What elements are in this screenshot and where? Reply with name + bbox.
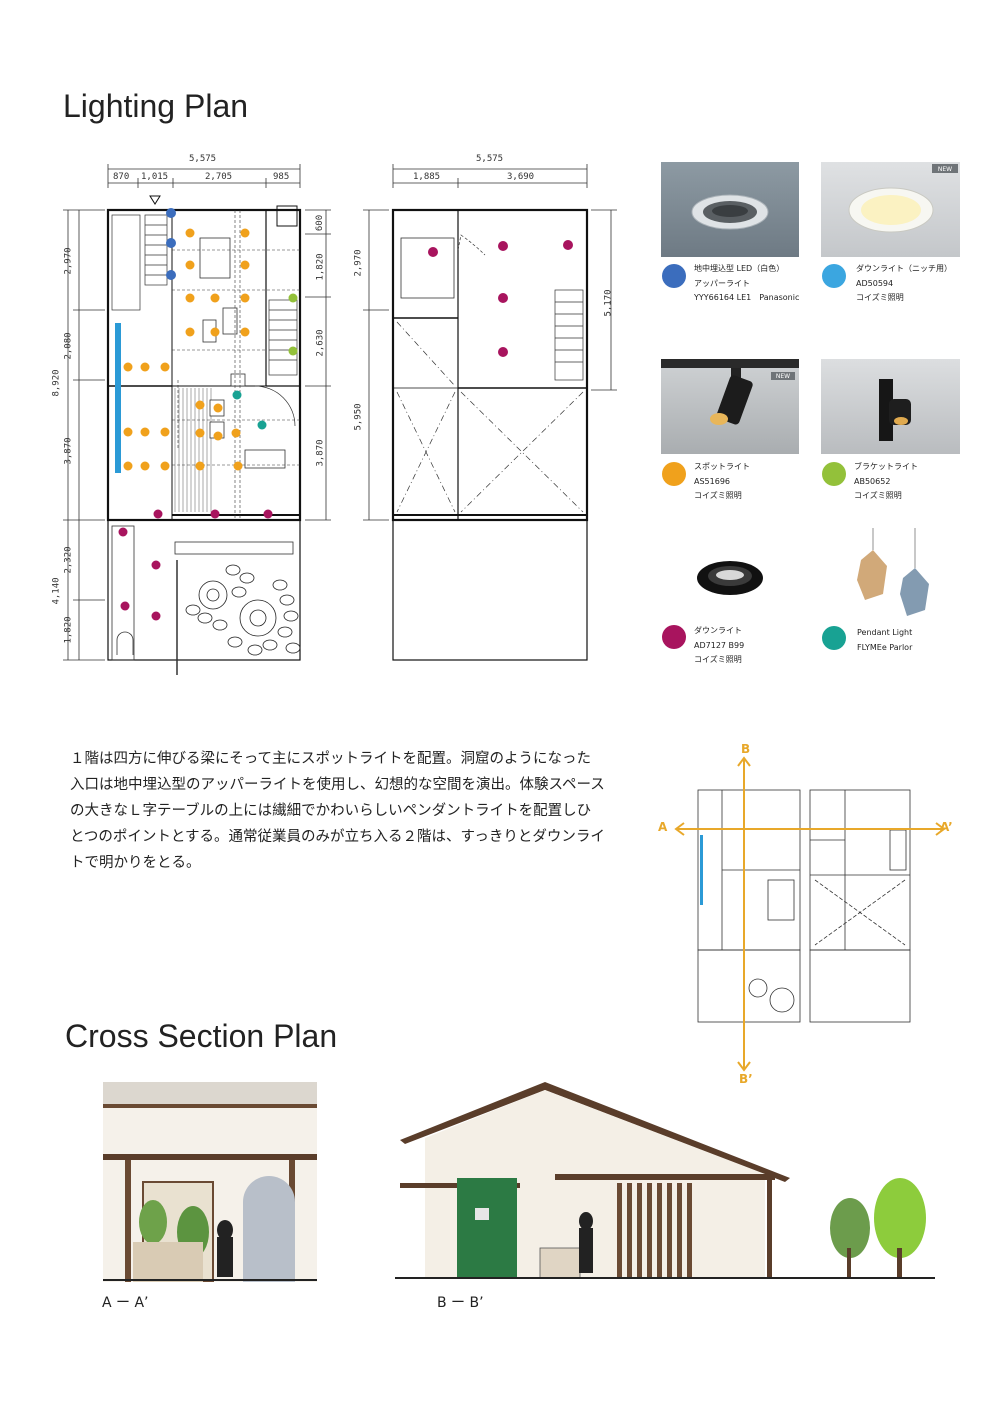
section-b-b-illustration: [395, 1082, 935, 1279]
plan2-top-seg-1: 1,885: [413, 172, 441, 182]
plan1-left-seg-1: 2,970: [63, 247, 74, 275]
downlight-name: ダウンライト: [694, 626, 742, 635]
uplight-photo: [661, 162, 799, 257]
key-plan-label-a-prime: A’: [940, 820, 953, 834]
pendant-name: Pendant Light: [857, 628, 913, 637]
second-floor-plan: 5,575 1,885 3,690 2,970 5,950 5,170: [345, 150, 625, 670]
plan1-right-seg-3: 2,630: [315, 329, 326, 357]
bracket-light-info: ブラケットライト AB50652 コイズミ照明: [854, 460, 918, 504]
first-floor-plan-drawing: [63, 164, 331, 675]
bracket-light-photo: [821, 359, 960, 454]
plan1-left-total: 8,920: [51, 369, 62, 397]
first-floor-plan: 5,575 870 1,015 2,705 985 8,920 2,970 2,…: [51, 150, 335, 680]
plan1-top-total: 5,575: [189, 154, 217, 164]
section-b-b-label: B ー B’: [437, 1295, 484, 1311]
niche-downlight-maker: コイズミ照明: [856, 293, 904, 302]
uplight-icon: [691, 194, 769, 230]
key-plan-label-a: A: [658, 820, 668, 834]
lighting-description: １階は四方に伸びる梁にそって主にスポットライトを配置。洞窟のようになった入口は地…: [70, 751, 605, 871]
plan2-left-seg-1: 2,970: [353, 249, 364, 277]
niche-downlight-info: ダウンライト（ニッチ用） AD50594 コイズミ照明: [856, 262, 952, 306]
niche-downlight-photo: NEW: [821, 162, 960, 257]
pendant-color-dot: [822, 626, 846, 650]
bracket-light-name: ブラケットライト: [854, 462, 918, 471]
downlight-maker: コイズミ照明: [694, 655, 742, 664]
pendant-maker: FLYMEe Parlor: [857, 642, 913, 652]
spotlight-info: スポットライト AS51696 コイズミ照明: [694, 460, 750, 504]
plan1-left-bottom-seg-2: 1,820: [63, 616, 74, 644]
section-key-plan: A A’ B B’: [650, 740, 970, 1090]
spotlight-name: スポットライト: [694, 462, 750, 471]
key-plan-drawing: [674, 756, 946, 1072]
plan2-top-seg-2: 3,690: [507, 172, 535, 182]
plan1-left-seg-3: 3,870: [63, 437, 74, 465]
plan1-left-seg-2: 2,080: [63, 332, 74, 360]
spotlight-color-dot: [662, 462, 686, 486]
uplight-type: アッパーライト: [694, 278, 750, 288]
niche-downlight-icon: NEW: [848, 164, 958, 233]
bracket-light-model: AB50652: [854, 476, 891, 486]
downlight-model: AD7127 B99: [694, 640, 745, 650]
plan1-right-seg-1: 600: [315, 214, 326, 232]
spotlight-new-badge: NEW: [776, 373, 790, 380]
key-plan-label-b: B: [741, 742, 751, 756]
second-floor-plan-drawing: [363, 164, 617, 661]
plan1-right-seg-2: 1,820: [315, 253, 326, 281]
uplight-color-dot: [662, 264, 686, 288]
section-a-a-label: A ー A’: [102, 1295, 149, 1311]
section-a-a-drawing: [103, 1082, 317, 1283]
niche-downlight-name: ダウンライト（ニッチ用）: [856, 264, 952, 273]
section-a-a-illustration: [103, 1082, 317, 1283]
spotlight-photo: NEW: [661, 359, 799, 454]
spotlight-model: AS51696: [694, 476, 730, 486]
section-b-b-drawing: [395, 1078, 935, 1283]
plan1-top-seg-4: 985: [273, 172, 290, 182]
downlight-photo: [661, 545, 799, 615]
pendant-info: Pendant Light FLYMEe Parlor: [857, 626, 912, 655]
bracket-light-maker: コイズミ照明: [854, 491, 902, 500]
uplight-model: YYY66164 LE1 Panasonic: [694, 293, 800, 302]
uplight-name: 地中埋込型 LED（白色）: [694, 264, 785, 273]
uplight-info: 地中埋込型 LED（白色） アッパーライト YYY66164 LE1 Panas…: [694, 262, 799, 306]
niche-downlight-color-dot: [822, 264, 846, 288]
plan1-top-seg-2: 1,015: [141, 172, 169, 182]
bracket-light-color-dot: [822, 462, 846, 486]
pendant-photo: [845, 528, 945, 618]
key-plan-label-b-prime: B’: [739, 1072, 753, 1086]
niche-downlight-model: AD50594: [856, 278, 894, 288]
plan1-right-seg-4: 3,870: [315, 439, 326, 467]
pendant-icon: [857, 528, 929, 616]
downlight-color-dot: [662, 625, 686, 649]
plan1-top-seg-3: 2,705: [205, 172, 233, 182]
niche-new-badge: NEW: [938, 166, 952, 173]
bracket-light-icon: [879, 379, 911, 441]
spotlight-icon: NEW: [661, 359, 799, 425]
cross-section-plan-title: Cross Section Plan: [65, 1018, 338, 1054]
plan2-top-total: 5,575: [476, 154, 504, 164]
plan1-left-bottom-seg-1: 2,320: [63, 546, 74, 574]
downlight-icon: [697, 561, 763, 595]
plan1-left-bottom-total: 4,140: [51, 577, 62, 605]
plan2-left-seg-2: 5,950: [353, 403, 364, 431]
lighting-plan-title: Lighting Plan: [63, 88, 249, 124]
plan1-top-seg-1: 870: [113, 172, 130, 182]
downlight-info: ダウンライト AD7127 B99 コイズミ照明: [694, 624, 744, 668]
spotlight-maker: コイズミ照明: [694, 491, 742, 500]
plan2-right-total: 5,170: [603, 289, 614, 317]
